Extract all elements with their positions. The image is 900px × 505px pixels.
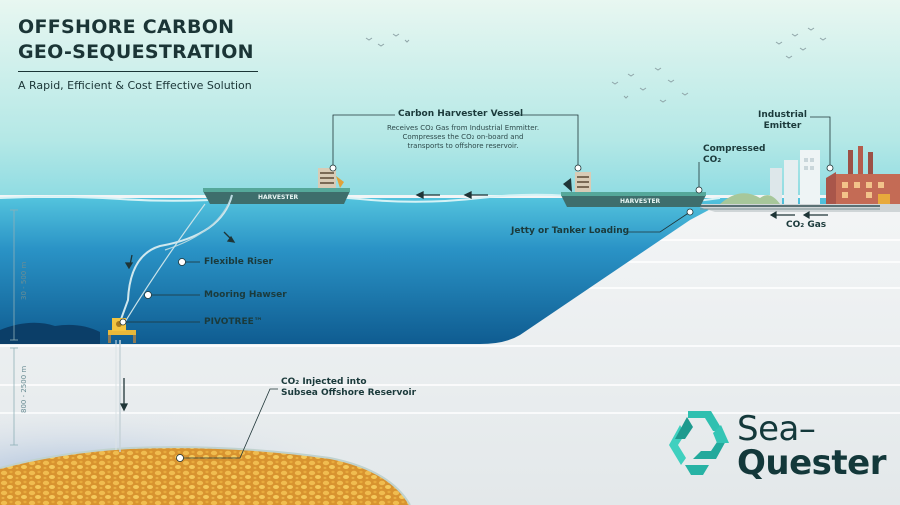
co2-pipeline bbox=[700, 205, 880, 210]
pivotree-label: PIVOTREE™ bbox=[204, 317, 263, 327]
depth-label-deep: 800 - 2500 m bbox=[20, 365, 28, 413]
compressed-co2-label: Compressed CO₂ bbox=[703, 144, 765, 166]
co2-gas-label: CO₂ Gas bbox=[786, 220, 827, 230]
leader-dots bbox=[119, 164, 834, 462]
harvester-vessel-jetty bbox=[561, 172, 706, 207]
harvester-vessel-offshore bbox=[203, 168, 350, 204]
reservoir-rock bbox=[0, 447, 410, 505]
seaquester-logo-icon bbox=[669, 411, 729, 475]
vessel-name-jetty: HARVESTER bbox=[620, 198, 661, 205]
compressed-line-1: Compressed bbox=[703, 144, 766, 154]
factory bbox=[826, 146, 900, 204]
leader-lines bbox=[123, 114, 831, 459]
title-line-1: OFFSHORE CARBON bbox=[18, 16, 235, 38]
vessel-desc-line-2: Compresses the CO₂ on-board and bbox=[402, 133, 524, 141]
industrial-line-2: Emitter bbox=[763, 121, 802, 131]
mooring-hawser-label: Mooring Hawser bbox=[204, 290, 287, 300]
vessel-desc-line-3: transports to offshore reservoir. bbox=[407, 142, 519, 150]
flow-arrows bbox=[119, 231, 236, 412]
title-divider bbox=[18, 71, 258, 72]
vessel-title-label: Carbon Harvester Vessel bbox=[398, 109, 524, 119]
city-skyline bbox=[720, 150, 820, 204]
depth-label-shallow: 30 - 500 m bbox=[20, 261, 28, 300]
vessel-description: Receives CO₂ Gas from Industrial Emmitte… bbox=[378, 124, 548, 151]
jetty-loading-label: Jetty or Tanker Loading bbox=[511, 226, 630, 236]
sky bbox=[0, 0, 900, 200]
co2-injected-label: CO₂ Injected into Subsea Offshore Reserv… bbox=[281, 377, 416, 399]
vessel-desc-line-1: Receives CO₂ Gas from Industrial Emmitte… bbox=[386, 124, 540, 132]
vessel-name-offshore: HARVESTER bbox=[258, 194, 299, 201]
riser-system bbox=[115, 194, 233, 452]
compressed-line-2: CO₂ bbox=[703, 155, 722, 165]
co2-gas-arrows bbox=[769, 210, 828, 220]
injected-line-1: CO₂ Injected into bbox=[281, 377, 367, 387]
industrial-emitter-label: Industrial Emitter bbox=[758, 110, 807, 132]
caprock-line bbox=[0, 446, 411, 505]
birds-group bbox=[365, 27, 827, 103]
shore-land bbox=[690, 204, 900, 212]
depth-markers bbox=[10, 209, 18, 446]
logo-wordmark-line-1: Sea– bbox=[737, 409, 816, 449]
transport-arrows bbox=[415, 190, 488, 200]
logo-wordmark-line-2: Quester bbox=[737, 443, 887, 483]
flexible-riser-label: Flexible Riser bbox=[204, 257, 273, 267]
industrial-line-1: Industrial bbox=[758, 110, 807, 120]
title-line-2: GEO-SEQUESTRATION bbox=[18, 41, 254, 63]
subtitle: A Rapid, Efficient & Cost Effective Solu… bbox=[18, 79, 252, 92]
injected-line-2: Subsea Offshore Reservoir bbox=[281, 388, 417, 398]
seafloor-rocks bbox=[0, 322, 100, 344]
ocean bbox=[0, 198, 900, 344]
